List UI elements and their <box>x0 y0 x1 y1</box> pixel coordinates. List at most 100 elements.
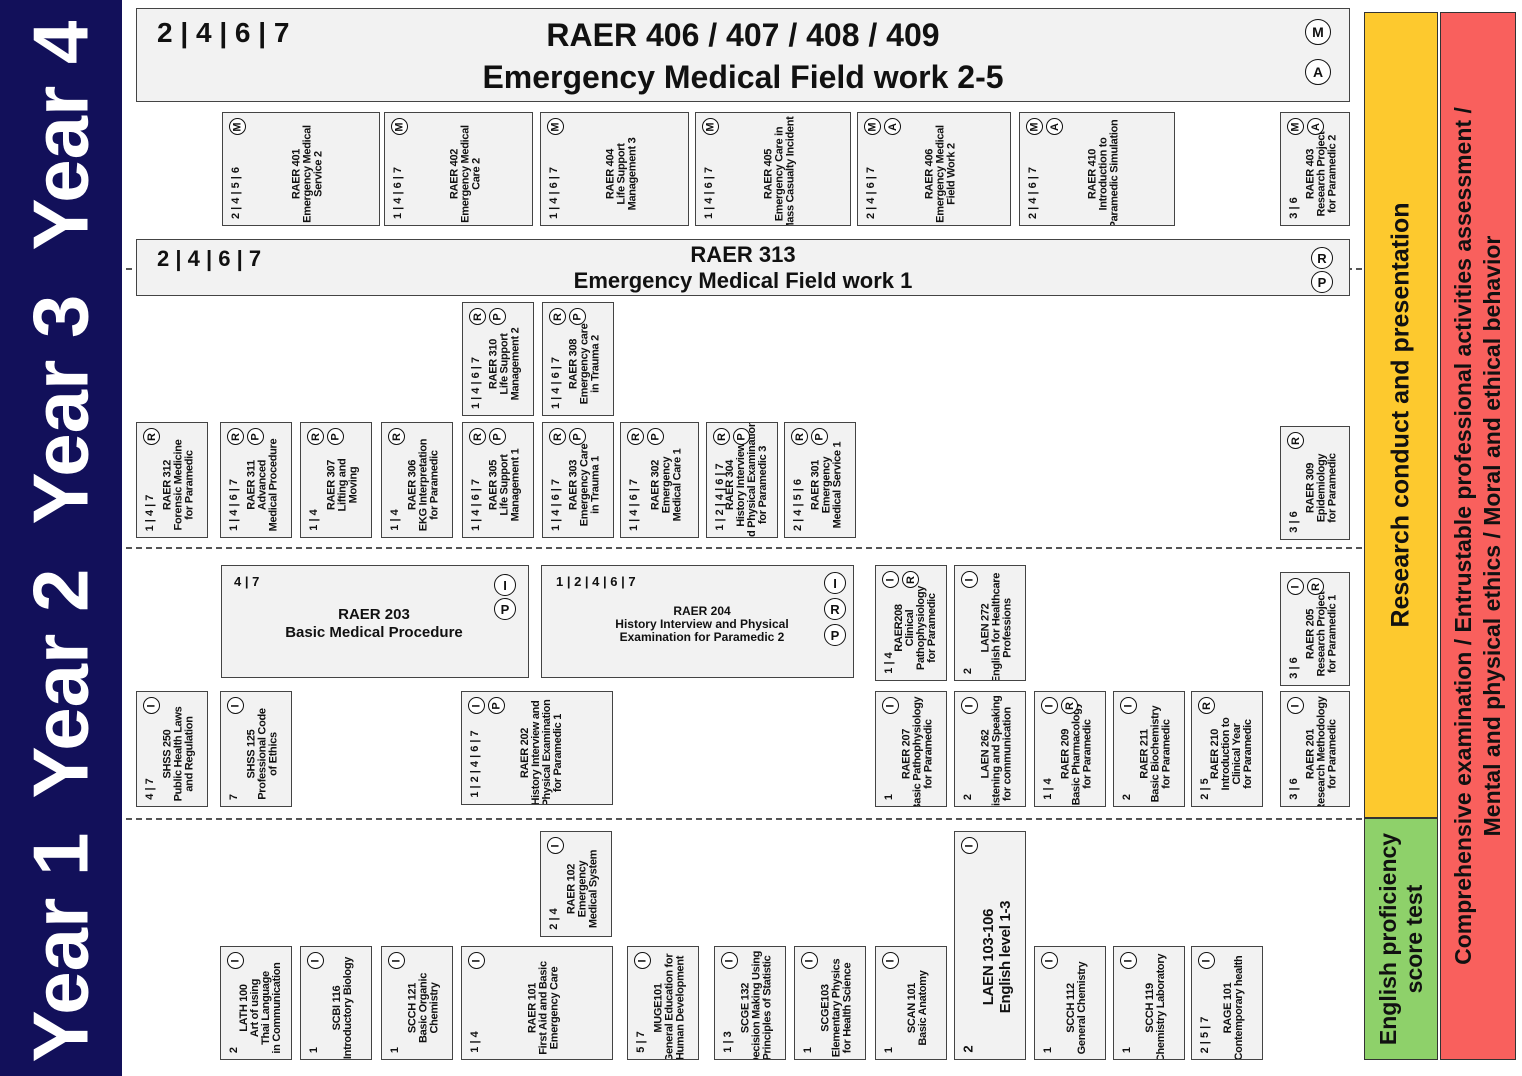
badge-letter: P <box>490 701 503 710</box>
course-title-line: for Paramedic <box>1160 719 1173 789</box>
badge-i: I <box>882 571 899 588</box>
course-title-line: Medical Care 1 <box>671 448 683 522</box>
course-title-line: for Paramedic <box>926 593 938 663</box>
badge-r: R <box>227 428 244 445</box>
badge-p: P <box>1311 271 1333 293</box>
badge-letter: P <box>649 432 662 441</box>
course-title-line: Life Support <box>615 143 627 205</box>
course-outcomes: 5 | 7 <box>635 1031 647 1053</box>
badge-letter: R <box>1063 701 1076 710</box>
badge-letter: R <box>904 575 917 584</box>
badge-letter: R <box>390 432 403 441</box>
course-title-line: for Paramedic 1 <box>552 713 564 793</box>
course-code: RAER 204 <box>673 604 731 618</box>
badge-p: P <box>494 598 516 620</box>
badge-letter: I <box>1289 584 1302 589</box>
badge-r: R <box>1061 697 1078 714</box>
course-outcomes: 1 | 4 <box>1042 778 1054 800</box>
course-outcomes: 1 <box>1121 1046 1133 1053</box>
course-title-line: Contemporary health <box>1233 955 1245 1060</box>
course-outcomes: 1 | 4 | 6 | 7 <box>228 478 240 531</box>
course-outcomes: 4 | 7 <box>144 778 156 800</box>
course-title-line: Human Development <box>674 955 687 1060</box>
course-code: RAER 402 <box>448 148 460 200</box>
badge-p: P <box>569 308 586 325</box>
badge-letter: R <box>229 432 242 441</box>
course-raer-406-409: 2 | 4 | 6 | 7 RAER 406 / 407 / 408 / 409… <box>136 8 1350 102</box>
badge-letter: I <box>1289 703 1302 708</box>
badge-letter: R <box>471 432 484 441</box>
badge-letter: A <box>886 122 899 131</box>
badge-i: I <box>1120 697 1137 714</box>
course-title-line: English level 1-3 <box>997 900 1014 1013</box>
course-outcomes: 2 <box>962 793 974 800</box>
badge-i: I <box>227 697 244 714</box>
badge-p: P <box>488 697 505 714</box>
badge-letter: I <box>1043 958 1056 963</box>
badge-r: R <box>469 308 486 325</box>
badge-letter: I <box>390 958 403 963</box>
course-outcomes: 1 <box>883 793 895 800</box>
badge-letter: R <box>715 432 728 441</box>
badge-i: I <box>227 952 244 969</box>
course-title-line: Mass Casualty Incident <box>784 116 797 226</box>
course-outcomes: 4 | 7 <box>234 574 260 589</box>
badge-letter: I <box>309 958 322 963</box>
year-3-label: Year 3 <box>16 294 105 524</box>
course-outcomes: 2 | 4 | 6 | 7 <box>157 246 262 271</box>
course-title-line2: Examination for Paramedic 2 <box>619 630 785 644</box>
course-title-line: Medical System <box>587 849 600 929</box>
badge-letter: P <box>329 432 342 441</box>
course-raer-204: 1 | 2 | 4 | 6 | 7 RAER 204 History Inter… <box>541 565 854 678</box>
course-outcomes: 1 | 4 | 6 | 7 <box>392 166 404 219</box>
course-outcomes: 1 | 4 | 7 <box>144 494 156 531</box>
badge-i: I <box>882 697 899 714</box>
badge-letter: I <box>229 958 242 963</box>
comprehensive-band-text: Comprehensive examination / Entrustable … <box>1449 107 1507 965</box>
badge-i: I <box>1041 697 1058 714</box>
badge-letter: M <box>866 121 879 132</box>
course-outcomes: 1 <box>802 1046 814 1053</box>
course-outcomes: 7 <box>228 793 240 800</box>
badge-r: R <box>713 428 730 445</box>
course-title: Emergency Medical Field work 1 <box>573 268 913 293</box>
badge-r: R <box>627 428 644 445</box>
course-outcomes: 2 <box>228 1046 240 1053</box>
research-band: Research conduct and presentation <box>1364 12 1438 818</box>
badge-letter: I <box>1200 958 1213 963</box>
badge-r: R <box>791 428 808 445</box>
badge-letter: P <box>735 432 748 441</box>
badge-i: I <box>824 572 846 594</box>
badge-letter: I <box>963 703 976 708</box>
course-outcomes: 2 | 4 | 5 | 6 <box>792 478 804 531</box>
badge-letter: R <box>309 432 322 441</box>
course-title-line: and Regulation <box>183 716 196 792</box>
badge-m: M <box>391 118 408 135</box>
